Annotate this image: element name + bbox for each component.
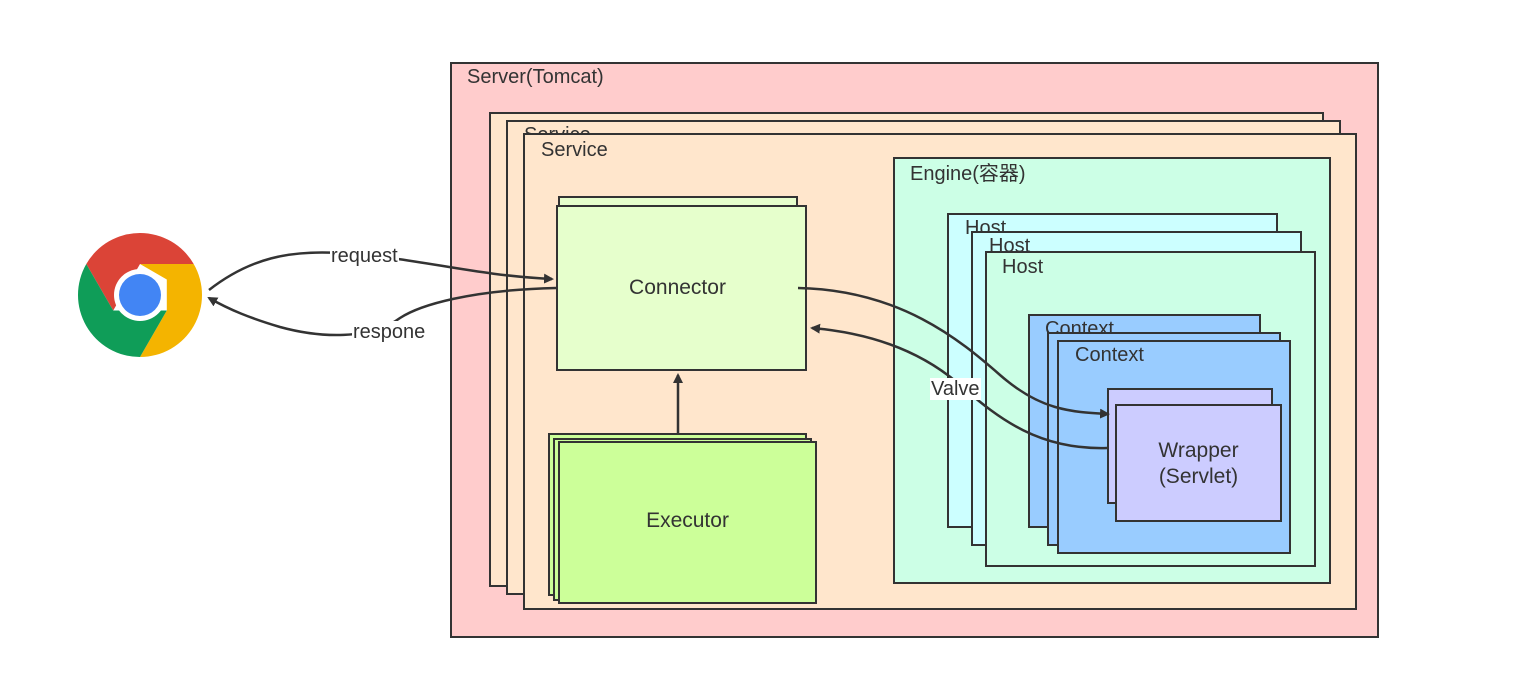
response-edge-label: respone xyxy=(352,321,427,343)
wrapper-label-line1: Wrapper xyxy=(1158,439,1239,462)
server-label: Server(Tomcat) xyxy=(467,66,604,88)
request-edge-label: request xyxy=(330,245,399,267)
executor-label: Executor xyxy=(646,509,729,532)
connector-label: Connector xyxy=(629,276,726,299)
connector-to-wrapper-edge xyxy=(797,286,1110,419)
executor-box xyxy=(558,441,817,604)
wrapper-label: Wrapper (Servlet) xyxy=(1115,438,1282,490)
wrapper-box xyxy=(1115,404,1282,522)
chrome-browser-icon xyxy=(77,233,203,357)
host-label: Host xyxy=(1002,256,1044,278)
connector-box xyxy=(556,205,807,371)
valve-edge-label: Valve xyxy=(930,378,981,400)
engine-label: Engine(容器) xyxy=(910,163,1026,185)
wrapper-label-line2: (Servlet) xyxy=(1158,465,1239,488)
service-label: Service xyxy=(541,139,608,161)
context-label: Context xyxy=(1075,344,1144,366)
